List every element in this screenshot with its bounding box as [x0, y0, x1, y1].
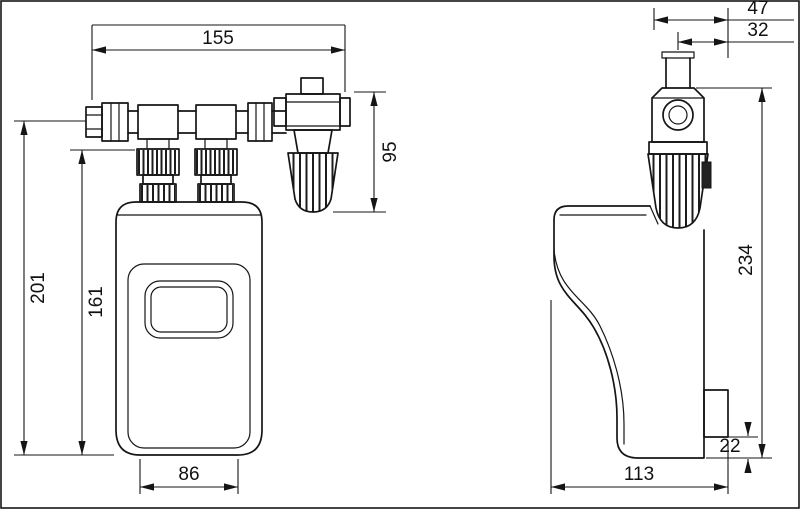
valve-sight-hole-outer [662, 99, 694, 131]
valve-neck [293, 129, 333, 154]
dimension-height-total-side: 234 [696, 87, 772, 459]
union-nut-right [247, 102, 273, 142]
body-side-panel-curve [553, 249, 625, 445]
heater-body-side [553, 205, 729, 459]
dim-label-valve-height: 95 [380, 141, 401, 162]
dim-label-bottom-gap: 22 [719, 436, 740, 457]
dimension-depth-pipe: 32 [677, 20, 794, 50]
side-view: 47 32 234 22 113 [550, 0, 794, 494]
front-view: 155 95 201 161 86 [14, 24, 401, 494]
safety-valve-side [647, 87, 712, 229]
valve-clip [701, 161, 712, 189]
connector-ring [200, 174, 232, 185]
dim-label-pipe-width: 155 [202, 28, 234, 49]
valve-flange [648, 141, 708, 155]
dimension-depth-total: 113 [550, 300, 729, 494]
connector-ring [142, 174, 174, 185]
front-panel [127, 263, 251, 449]
valve-knob-side [647, 153, 709, 229]
dim-label-body-height: 161 [86, 286, 107, 318]
valve-knob [287, 152, 339, 213]
inlet-connector-left [136, 138, 180, 203]
valve-body [285, 93, 341, 131]
tee-fitting-left [137, 104, 179, 140]
tee-fitting-right [195, 104, 237, 140]
safety-valve-front [273, 77, 351, 213]
pipe-assembly [85, 102, 287, 142]
inlet-pipe-side [661, 51, 695, 89]
pipe-collar [661, 51, 695, 59]
dim-label-side-height: 234 [736, 244, 757, 276]
dim-label-base-width: 86 [178, 464, 199, 485]
body-outline [115, 201, 263, 456]
valve-top-plug [300, 77, 324, 95]
dimension-height-total-front: 201 [14, 120, 114, 456]
mounting-bracket [703, 389, 729, 438]
valve-sight-hole-inner [668, 105, 688, 125]
dim-label-total-height: 201 [28, 272, 49, 304]
dim-label-valve-offset: 47 [747, 0, 768, 19]
dimension-height-body: 161 [70, 149, 135, 455]
valve-right-cap [339, 97, 351, 127]
body-profile [553, 205, 705, 459]
heater-body-front [115, 201, 263, 456]
front-window-inner [150, 286, 228, 333]
inlet-connector-right [194, 138, 238, 203]
dimension-width-top: 155 [91, 24, 346, 100]
union-nut-left [101, 102, 129, 142]
front-window [144, 280, 234, 339]
valve-left-cap [273, 97, 287, 127]
valve-hex-body [651, 87, 705, 143]
dimension-depth-front: 47 [653, 0, 794, 58]
dimension-valve-height: 95 [333, 91, 401, 213]
dimension-gap-bottom: 22 [719, 422, 758, 473]
dim-label-depth: 113 [624, 464, 654, 485]
dimension-width-bottom: 86 [139, 459, 239, 494]
dim-label-pipe-offset: 32 [747, 20, 768, 41]
pipe-end-plug [85, 106, 103, 138]
